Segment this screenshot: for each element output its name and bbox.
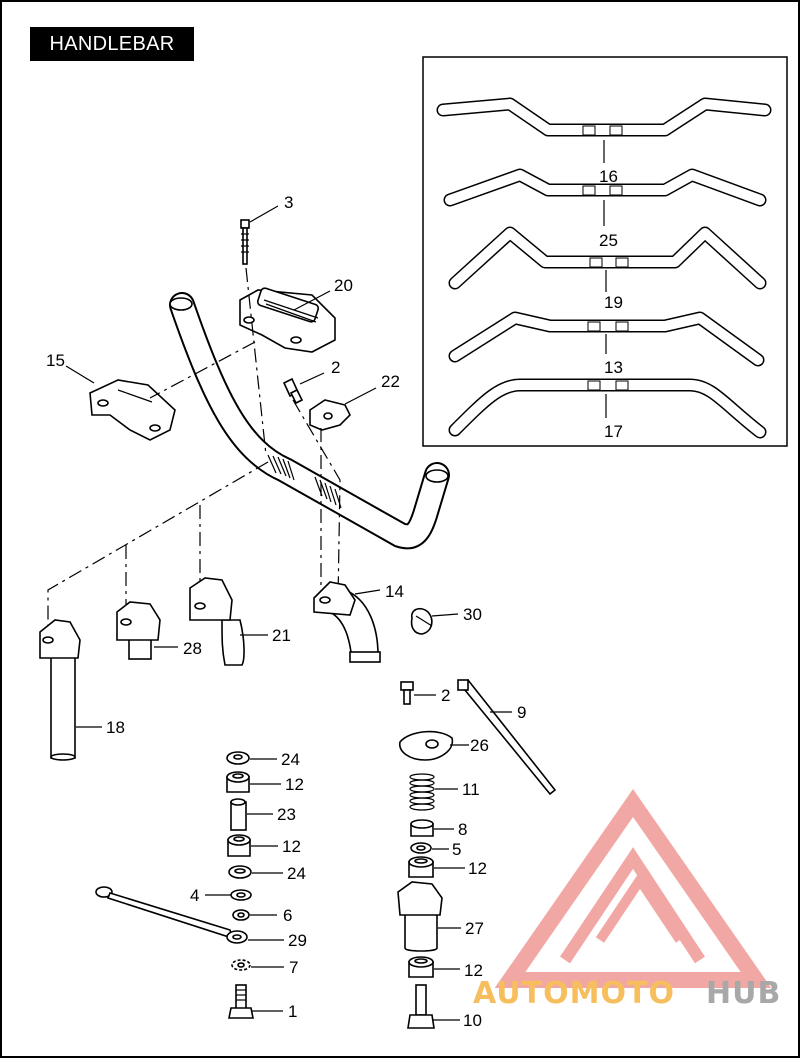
stud-part-10 <box>407 984 435 1029</box>
riser-part-27 <box>397 881 443 952</box>
page-title: HANDLEBAR <box>30 27 194 61</box>
callout-3: 3 <box>284 193 293 212</box>
callout-18: 18 <box>106 718 125 737</box>
sleeve-part-23 <box>230 798 247 831</box>
callout-12-c: 12 <box>468 859 487 878</box>
callout-10: 10 <box>463 1011 482 1030</box>
callout-19: 19 <box>604 293 623 312</box>
main-handlebar <box>169 292 450 550</box>
callout-2-lower: 2 <box>441 686 450 705</box>
leader-lines <box>65 205 512 1021</box>
upper-clamp-part-20 <box>239 287 336 353</box>
callout-24-bottom: 24 <box>287 864 306 883</box>
riser-part-14 <box>313 581 381 663</box>
handlebar-style-16 <box>436 97 772 137</box>
handlebar-styles-inset <box>422 56 788 447</box>
handlebar-style-25 <box>443 168 767 207</box>
bushing-part-12-b <box>227 834 251 857</box>
callout-1: 1 <box>288 1002 297 1021</box>
bushing-part-12-c <box>408 856 434 878</box>
callout-4: 4 <box>190 886 199 905</box>
callout-17: 17 <box>604 422 623 441</box>
callout-5: 5 <box>452 840 461 859</box>
callout-12-b: 12 <box>282 837 301 856</box>
callout-22: 22 <box>381 372 400 391</box>
riser-part-21 <box>189 577 245 666</box>
clamp-part-22 <box>309 399 351 431</box>
callout-27: 27 <box>465 919 484 938</box>
washer-part-24-top <box>226 751 250 765</box>
callout-25: 25 <box>599 231 618 250</box>
washer-part-5 <box>410 842 432 854</box>
riser-part-18 <box>39 619 81 761</box>
screw-part-2-upper <box>282 377 304 405</box>
handlebar-style-13 <box>448 311 765 367</box>
callout-21: 21 <box>272 626 291 645</box>
watermark-text-automoto: AUTOMOTO <box>473 976 675 1011</box>
callout-23: 23 <box>277 805 296 824</box>
spring-part-11 <box>409 773 435 811</box>
callout-20: 20 <box>334 276 353 295</box>
callout-12-d: 12 <box>464 961 483 980</box>
cap-part-26 <box>399 730 454 761</box>
washer-part-24-bottom <box>228 865 252 879</box>
callout-13: 13 <box>604 358 623 377</box>
assembly-lines <box>47 267 341 635</box>
riser-part-28 <box>116 601 161 660</box>
clamp-part-15 <box>89 379 176 441</box>
screw-part-3 <box>240 219 250 265</box>
bushing-part-12-a <box>226 771 250 793</box>
bolt-part-1 <box>228 984 254 1019</box>
lockwasher-part-6 <box>232 909 250 921</box>
bushing-part-12-d <box>408 956 434 978</box>
callout-12-a: 12 <box>285 775 304 794</box>
callout-2-upper: 2 <box>331 358 340 377</box>
inset-border <box>422 56 788 447</box>
callout-6: 6 <box>283 906 292 925</box>
clip-part-30 <box>410 607 433 635</box>
callout-numbers: 3 20 15 2 22 14 30 18 28 21 16 25 19 13 … <box>46 167 623 1030</box>
callout-29: 29 <box>288 931 307 950</box>
callout-26: 26 <box>470 736 489 755</box>
callout-24-top: 24 <box>281 750 300 769</box>
callout-14: 14 <box>385 582 404 601</box>
cable-strap-part-9 <box>457 678 557 796</box>
watermark-text-hub: HUB <box>706 976 781 1011</box>
watermark-logo: AUTOMOTO HUB <box>473 788 781 1011</box>
handlebar-style-17 <box>448 378 767 439</box>
callout-7: 7 <box>289 958 298 977</box>
callout-16: 16 <box>599 167 618 186</box>
callout-28: 28 <box>183 639 202 658</box>
ground-strap-part-29 <box>95 886 248 944</box>
star-washer-part-7 <box>231 959 251 971</box>
callout-11: 11 <box>462 780 480 799</box>
callout-30: 30 <box>463 605 482 624</box>
handlebar-style-19 <box>448 226 767 290</box>
washer-part-4 <box>230 889 252 901</box>
screw-part-2-lower <box>400 681 414 705</box>
nut-part-8 <box>410 819 434 837</box>
callout-8: 8 <box>458 820 467 839</box>
callout-15: 15 <box>46 351 65 370</box>
callout-9: 9 <box>517 703 526 722</box>
